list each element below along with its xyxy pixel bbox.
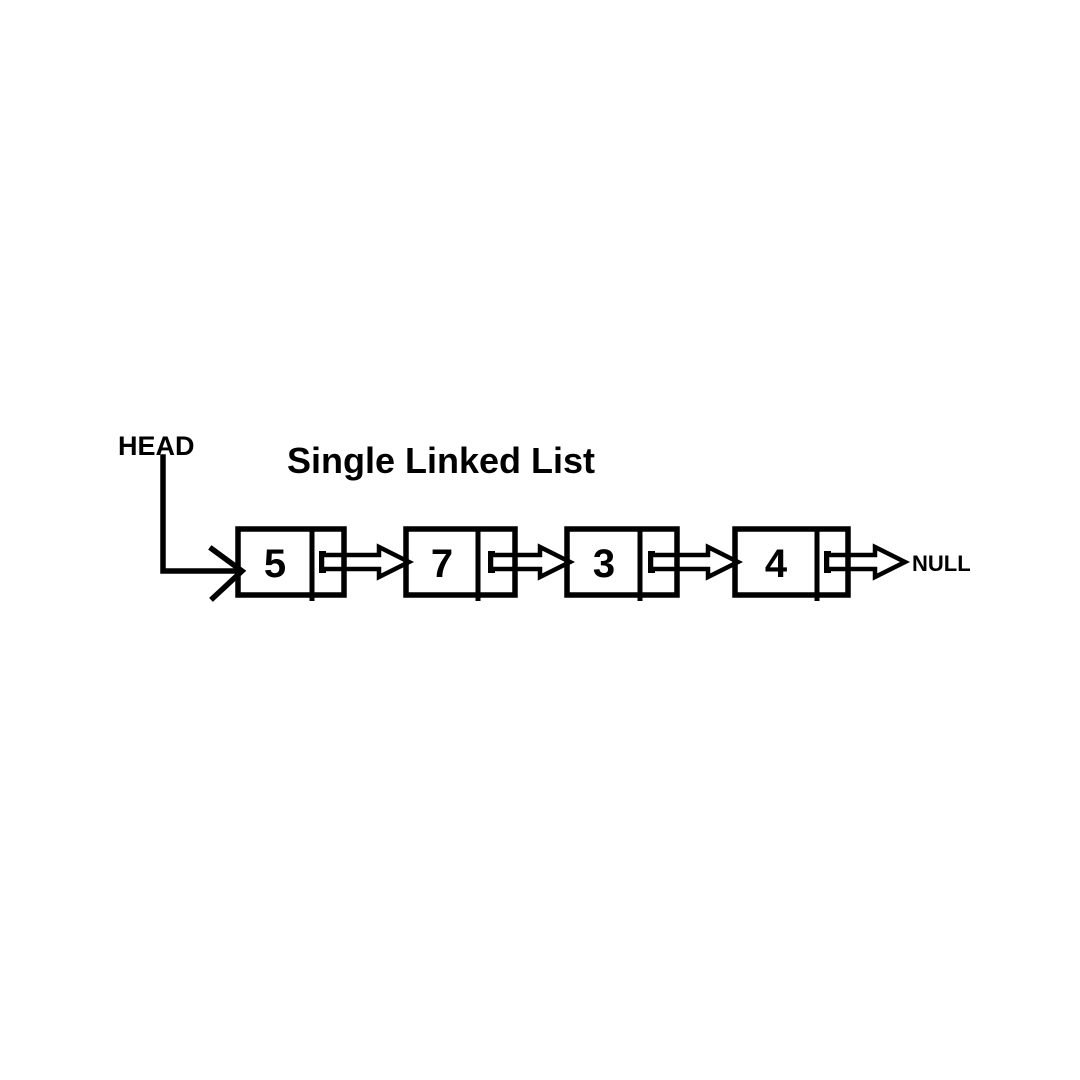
next-pointer-arrow	[319, 543, 415, 581]
node-value: 4	[765, 542, 788, 586]
list-node	[564, 526, 680, 601]
node-box	[235, 526, 347, 598]
node-box	[732, 526, 851, 598]
list-node	[732, 526, 851, 601]
list-node	[403, 526, 518, 601]
node-value: 5	[264, 542, 286, 586]
head-label: HEAD	[118, 431, 195, 461]
node-value: 3	[593, 542, 615, 586]
node-box	[564, 526, 680, 598]
list-node	[235, 526, 347, 601]
diagram-title: Single Linked List	[287, 440, 595, 481]
node-box	[403, 526, 518, 598]
next-pointer-arrow	[488, 543, 576, 581]
node-value: 7	[431, 542, 453, 586]
head-pointer-line	[160, 454, 237, 574]
null-label: NULL	[912, 551, 971, 576]
head-arrowhead-icon	[208, 545, 247, 602]
next-pointer-arrow	[648, 543, 744, 581]
null-pointer-arrow	[824, 543, 911, 581]
